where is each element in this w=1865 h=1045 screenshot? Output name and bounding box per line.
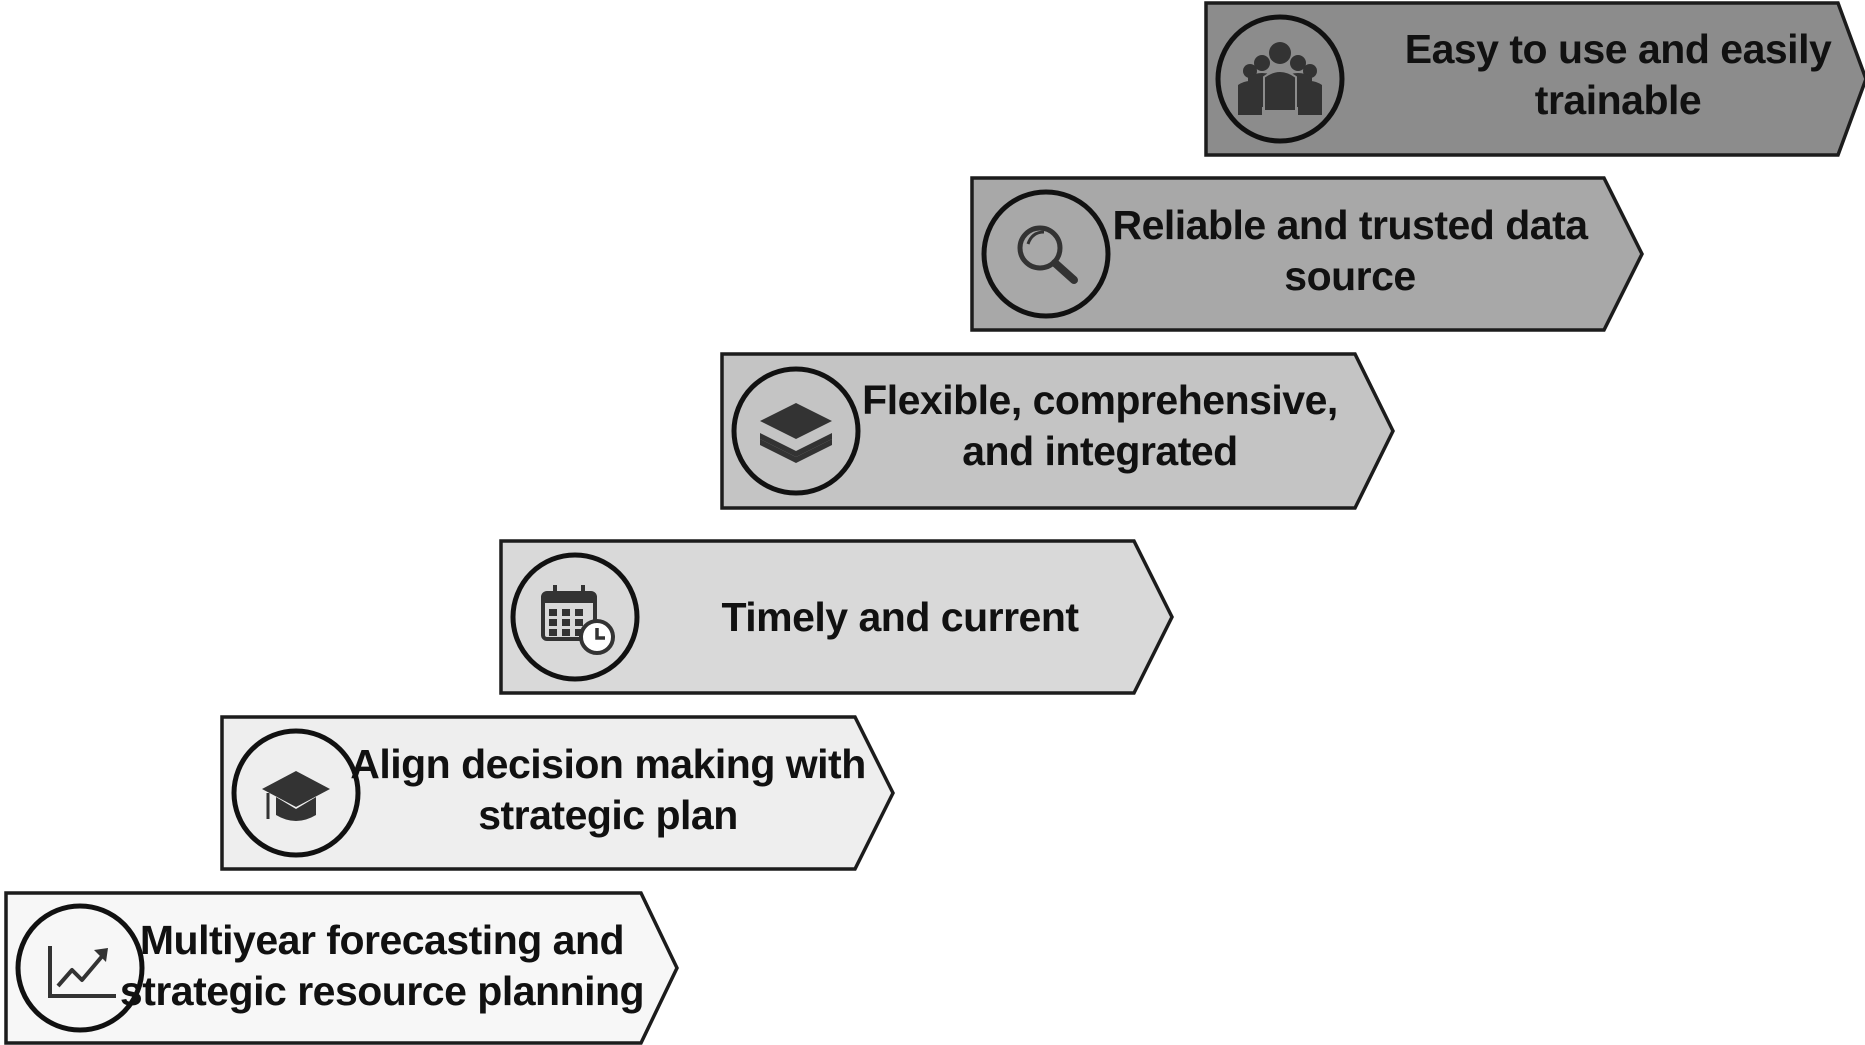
step-flexible-comprehensive: Flexible, comprehensive, and integrated xyxy=(720,352,1395,510)
step-label-line: and integrated xyxy=(962,428,1237,474)
step-label-line: Reliable and trusted data xyxy=(1112,202,1589,248)
step-reliable-data-source: Reliable and trusted data source xyxy=(970,176,1644,332)
step-label-line: Flexible, comprehensive, xyxy=(862,377,1338,423)
icon-ring xyxy=(510,552,640,682)
people-group-icon xyxy=(1238,42,1322,115)
step-banner xyxy=(720,352,1395,510)
step-banner xyxy=(970,176,1644,332)
step-banner xyxy=(220,715,895,871)
calendar-clock-icon xyxy=(541,585,615,655)
magnifier-icon xyxy=(1017,225,1078,284)
step-timely-and-current: Timely and current xyxy=(499,539,1174,695)
step-label-line: Align decision making with xyxy=(350,741,866,787)
icon-ring xyxy=(981,189,1111,319)
step-banner xyxy=(499,539,1174,695)
layers-icon xyxy=(760,403,832,463)
line-chart-icon xyxy=(48,946,116,998)
graduation-cap-icon xyxy=(262,771,330,821)
step-label-line: strategic resource planning xyxy=(120,968,644,1014)
step-banner xyxy=(4,891,679,1045)
step-align-decision-making: Align decision making with strategic plan xyxy=(220,715,895,871)
step-label-line: strategic plan xyxy=(478,792,738,838)
step-easy-to-use: Easy to use and easily trainable xyxy=(1204,1,1865,157)
step-banner xyxy=(1204,1,1865,157)
icon-ring xyxy=(15,903,145,1033)
step-label-line: Easy to use and easily xyxy=(1405,26,1832,72)
step-label-line: trainable xyxy=(1535,77,1701,123)
icon-ring xyxy=(731,366,861,496)
step-multiyear-forecasting: Multiyear forecasting and strategic resou… xyxy=(4,891,679,1045)
step-label-line: source xyxy=(1284,253,1415,299)
icon-ring xyxy=(1215,14,1345,144)
step-label-line: Timely and current xyxy=(721,594,1079,640)
step-label-line: Multiyear forecasting and xyxy=(140,917,624,963)
icon-ring xyxy=(231,728,361,858)
